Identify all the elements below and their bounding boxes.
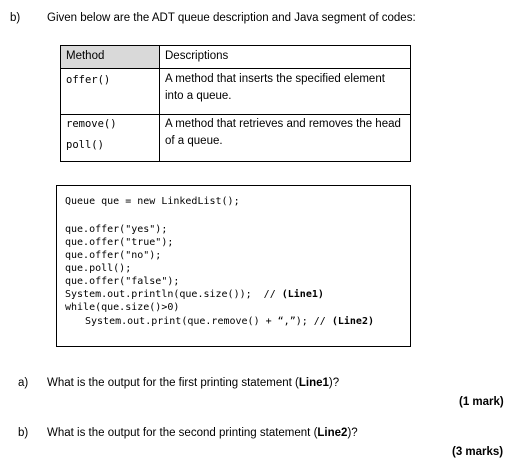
- code-declaration: Queue que = new LinkedList();: [65, 196, 240, 207]
- question-a-tag: Line1: [298, 377, 329, 389]
- method-offer: offer(): [66, 74, 111, 86]
- code-line: que.offer("true");: [65, 237, 174, 248]
- code-box: Queue que = new LinkedList(); que.offer(…: [56, 185, 411, 347]
- question-b-text: What is the output for the second printi…: [47, 427, 358, 439]
- println-code: System.out.println(que.size()); //: [65, 289, 282, 300]
- section-label: b): [10, 12, 21, 24]
- line1-tag: (Line1): [281, 289, 324, 300]
- header-method: Method: [66, 50, 105, 62]
- question-a-pre: What is the output for the first printin…: [47, 377, 299, 389]
- adt-table: Method Descriptions offer() A method tha…: [60, 45, 411, 162]
- desc-remove-1: A method that retrieves and removes the …: [165, 118, 401, 130]
- question-b-label: b): [18, 427, 29, 439]
- question-a-post: )?: [328, 377, 340, 389]
- header-shading: [61, 46, 159, 68]
- code-while-line: while(que.size()>0): [65, 302, 180, 313]
- code-line: que.offer("false");: [65, 276, 180, 287]
- code-line: que.poll();: [65, 263, 132, 274]
- desc-offer-2: into a queue.: [165, 90, 232, 102]
- question-a-marks: (1 mark): [459, 396, 504, 408]
- section-intro: Given below are the ADT queue descriptio…: [47, 12, 416, 24]
- question-a-label: a): [18, 377, 29, 389]
- line2-tag: (Line2): [331, 316, 374, 327]
- code-line: que.offer("yes");: [65, 224, 168, 235]
- method-remove: remove(): [66, 118, 117, 130]
- question-b-marks: (3 marks): [452, 446, 504, 458]
- code-print-line: System.out.print(que.remove() + “,”); //…: [85, 315, 374, 328]
- question-b-pre: What is the output for the second printi…: [47, 427, 318, 439]
- desc-offer-1: A method that inserts the specified elem…: [165, 73, 385, 85]
- method-poll: poll(): [66, 139, 104, 151]
- question-a-text: What is the output for the first printin…: [47, 377, 339, 389]
- question-b-tag: Line2: [317, 427, 348, 439]
- question-b-post: )?: [347, 427, 358, 439]
- code-println-line: System.out.println(que.size()); // (Line…: [65, 288, 324, 301]
- header-descriptions: Descriptions: [165, 50, 229, 62]
- code-line: que.offer("no");: [65, 250, 162, 261]
- desc-remove-2: of a queue.: [165, 135, 223, 147]
- print-code: System.out.print(que.remove() + “,”); //: [85, 316, 332, 327]
